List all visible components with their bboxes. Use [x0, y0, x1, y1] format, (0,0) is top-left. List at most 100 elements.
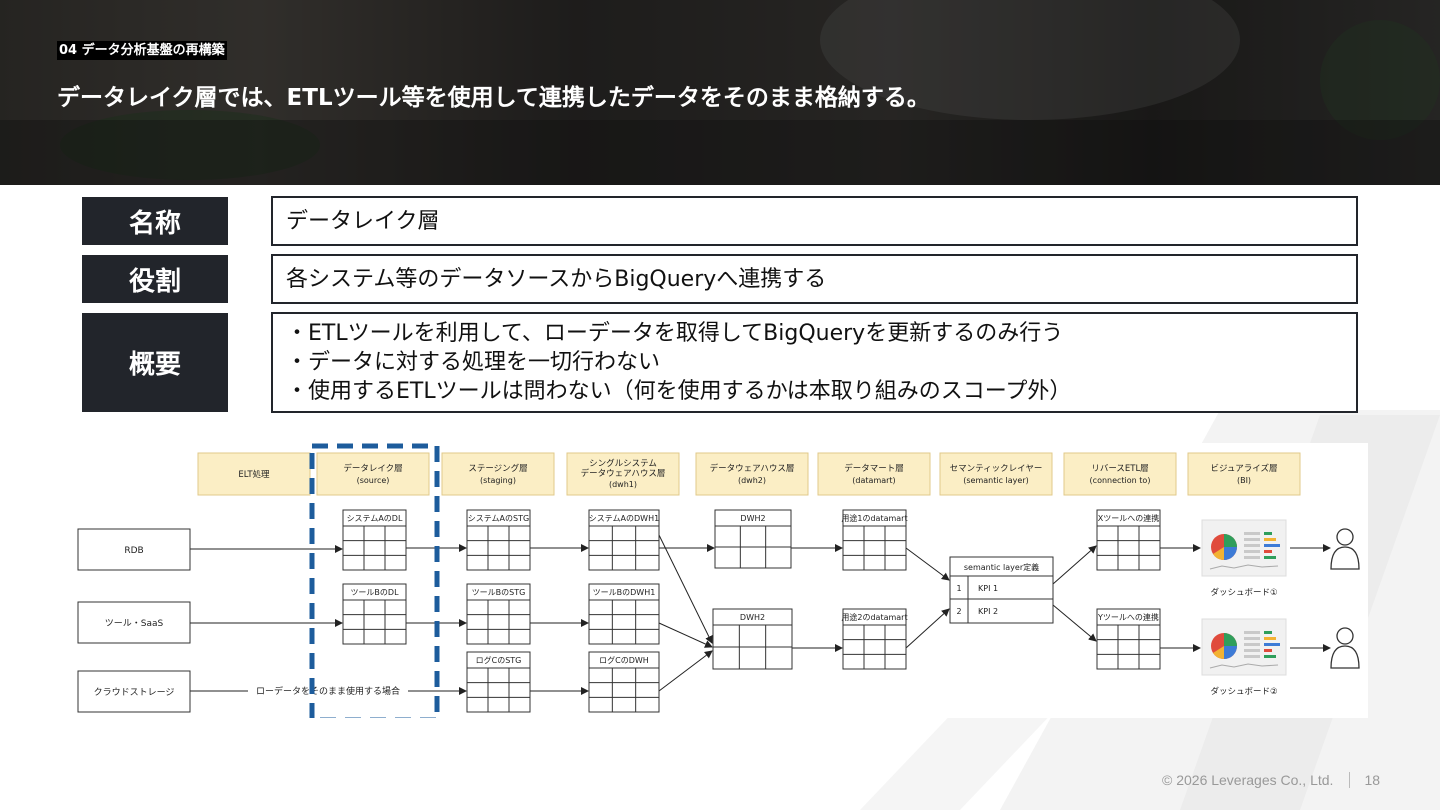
- layer-header-box: [1187, 452, 1301, 496]
- table-label: ログCのSTG: [476, 655, 522, 665]
- layer-subtitle: (dwh2): [738, 476, 766, 485]
- flow-arrow: [658, 534, 713, 644]
- architecture-diagram: ローデータをそのまま使用する場合 ELT処理データレイク層(source)ステー…: [72, 443, 1368, 718]
- table-label: ツールBのDWH1: [593, 588, 656, 597]
- summary-line-3: ・使用するETLツールは問わない（何を使用するかは本取り組みのスコープ外）: [286, 379, 1072, 404]
- dashboard-bar: [1264, 649, 1272, 652]
- datalake-table: [342, 583, 407, 645]
- hero-plant: [60, 110, 320, 180]
- table-label: システムAのDL: [347, 514, 403, 523]
- dashboard-bar: [1244, 649, 1260, 652]
- dwh1-table: [588, 651, 660, 713]
- role-value-box: 各システム等のデータソースからBigQueryへ連携する: [271, 254, 1358, 304]
- dwh1-table: [588, 509, 660, 571]
- name-value-box: データレイク層: [271, 196, 1358, 246]
- source-box: [77, 528, 191, 571]
- layer-header-box: [817, 452, 931, 496]
- layer-subtitle: (datamart): [852, 476, 895, 485]
- table-label: システムAのSTG: [468, 514, 529, 523]
- table-label: ツールBのDL: [350, 588, 399, 597]
- table-label: 用途1のdatamart: [841, 513, 907, 523]
- dashboard-bar: [1244, 532, 1260, 535]
- dashboard-bar: [1264, 538, 1276, 541]
- layer-subtitle: (semantic layer): [963, 476, 1028, 485]
- raw-data-note: ローデータをそのまま使用する場合: [256, 685, 400, 697]
- datamart-table: [842, 509, 907, 571]
- dashboard-line: [1209, 564, 1279, 570]
- dwh2-table: [714, 509, 792, 569]
- header-hero-image: [0, 0, 1440, 185]
- table-label: ログCのDWH: [599, 655, 649, 665]
- datalake-highlight-frame: [309, 443, 440, 718]
- layer-title: データウェアハウス層: [710, 463, 795, 474]
- source-label: ツール・SaaS: [105, 619, 164, 629]
- datalake-table: [342, 509, 407, 571]
- dashboard-bar: [1244, 637, 1260, 640]
- dashboard-pie-slice: [1224, 547, 1237, 560]
- semantic-row-kpi: KPI 2: [978, 607, 998, 616]
- dashboard-bar: [1244, 631, 1260, 634]
- layer-title: ステージング層: [468, 463, 527, 474]
- dwh1-table: [588, 583, 660, 645]
- layer-header-box: [695, 452, 809, 496]
- dashboard-bar: [1264, 637, 1276, 640]
- architecture-diagram-svg: ローデータをそのまま使用する場合 ELT処理データレイク層(source)ステー…: [77, 443, 1360, 718]
- layer-title: リバースETL層: [1091, 464, 1148, 474]
- dwh2-table: [712, 608, 793, 670]
- dashboard-bar: [1244, 538, 1260, 541]
- user-icon-body: [1330, 645, 1360, 669]
- summary-label: 概要: [82, 313, 228, 412]
- semantic-layer-box: [949, 556, 1054, 624]
- source-box: [77, 670, 191, 713]
- table-label: Xツールへの連携: [1098, 513, 1159, 523]
- layer-header-box: [566, 452, 680, 496]
- flow-arrow: [1052, 604, 1097, 642]
- layer-subtitle: (dwh1): [609, 480, 637, 489]
- name-value: データレイク層: [286, 208, 440, 234]
- page-headline: データレイク層では、ETLツール等を使用して連携したデータをそのまま格納する。: [57, 85, 930, 111]
- flow-arrow: [658, 622, 713, 648]
- source-label: クラウドストレージ: [94, 687, 175, 698]
- table-label: Yツールへの連携: [1097, 612, 1159, 622]
- raw-note-background: [248, 684, 408, 697]
- layer-title: データレイク層: [343, 463, 402, 474]
- source-box: [77, 601, 191, 644]
- page-number: 18: [1364, 772, 1381, 788]
- flow-arrow: [1052, 545, 1097, 585]
- dashboard-bar: [1244, 550, 1260, 553]
- copyright: © 2026 Leverages Co., Ltd.: [1162, 772, 1334, 788]
- user-icon: [1336, 528, 1354, 546]
- layer-title: データマート層: [844, 463, 904, 474]
- section-tag: 04 データ分析基盤の再構築: [57, 41, 227, 60]
- dashboard-bar: [1264, 532, 1272, 535]
- hero-counter: [0, 120, 1440, 185]
- table-label: 用途2のdatamart: [841, 612, 907, 622]
- staging-table: [466, 651, 531, 713]
- table-label: DWH2: [740, 514, 765, 523]
- staging-table: [466, 583, 531, 645]
- reverse-etl-table: [1096, 608, 1161, 670]
- layer-title-2: データウェアハウス層: [581, 468, 666, 479]
- layer-header-box: [197, 452, 311, 496]
- table-label: システムAのDWH1: [589, 514, 659, 523]
- dashboard-label: ダッシュボード①: [1210, 587, 1277, 598]
- dashboard-pie-slice: [1213, 547, 1224, 561]
- dashboard-bar: [1244, 643, 1260, 646]
- table-label: ツールBのSTG: [472, 588, 526, 597]
- hero-shade: [0, 0, 1440, 185]
- dashboard-bar: [1264, 631, 1272, 634]
- role-label: 役割: [82, 255, 228, 303]
- dashboard-bar: [1264, 550, 1272, 553]
- footer: © 2026 Leverages Co., Ltd. 18: [1162, 772, 1380, 788]
- dashboard-bar: [1264, 544, 1280, 547]
- footer-separator: [1349, 772, 1351, 788]
- reverse-etl-table: [1096, 509, 1161, 571]
- layer-subtitle: (BI): [1237, 476, 1251, 485]
- layer-header-box: [1063, 452, 1177, 496]
- dashboard-pie-slice: [1213, 646, 1224, 660]
- semantic-row-number: 2: [956, 607, 961, 616]
- dashboard-pie-slice: [1224, 633, 1237, 646]
- summary-line-2: ・データに対する処理を一切行わない: [286, 350, 661, 375]
- semantic-title: semantic layer定義: [964, 562, 1039, 572]
- flow-arrow: [905, 608, 950, 649]
